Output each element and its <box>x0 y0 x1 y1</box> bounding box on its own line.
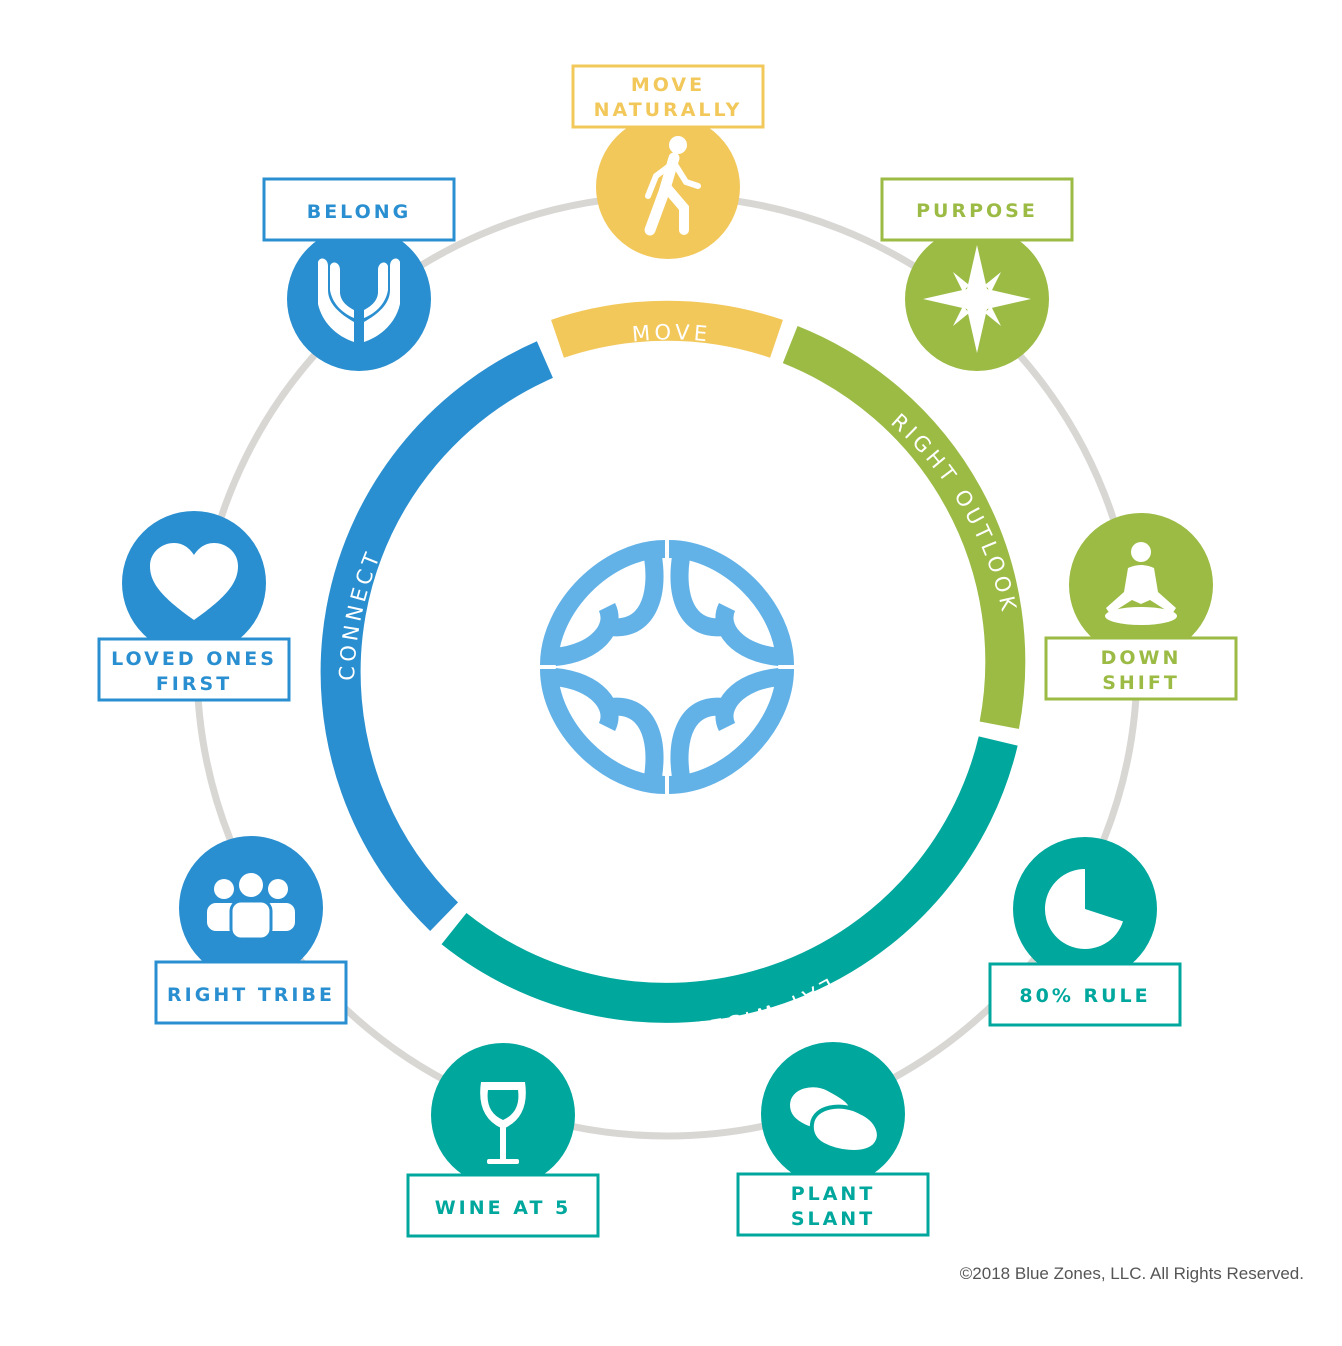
principle-purpose: PURPOSE <box>880 177 1074 371</box>
label-line-1: BELONG <box>307 201 412 223</box>
ring-segment-eat <box>441 736 1018 1023</box>
ring-label-move: MOVE <box>631 320 712 346</box>
wine-glass-icon <box>480 1082 526 1164</box>
beans-icon <box>785 1083 881 1154</box>
principle-wine-at-5: WINE AT 5 <box>406 1043 600 1238</box>
meditation-icon <box>1105 542 1177 625</box>
label-box <box>736 1172 930 1237</box>
principle-move-naturally: MOVE NATURALLY <box>571 64 765 259</box>
label-line-1: WINE AT 5 <box>435 1197 572 1219</box>
heart-icon <box>150 543 238 620</box>
ring-segment-move <box>551 300 783 358</box>
label-line-1: PLANT <box>791 1183 876 1205</box>
label-box <box>571 64 765 129</box>
label-line-1: LOVED ONES <box>111 648 277 670</box>
label-box <box>1044 636 1238 701</box>
label-line-1: RIGHT TRIBE <box>167 984 335 1006</box>
label-box <box>880 177 1074 242</box>
principle-belong: BELONG <box>262 177 456 371</box>
label-line-1: MOVE <box>631 74 705 96</box>
principle-circle <box>287 227 431 371</box>
label-line-2: SHIFT <box>1102 672 1180 694</box>
label-box <box>988 962 1182 1027</box>
pie-80-icon <box>1044 868 1123 950</box>
label-box <box>154 960 348 1025</box>
principle-circle <box>431 1043 575 1187</box>
principle-loved-ones-first: LOVED ONES FIRST <box>97 511 291 702</box>
label-box <box>262 177 456 242</box>
open-hands-icon <box>318 258 400 342</box>
inner-ring: MOVE RIGHT OUTLOOK EAT WISELY CONNECT <box>320 300 1026 1043</box>
principle-right-tribe: RIGHT TRIBE <box>154 836 348 1025</box>
ring-segment-connect <box>320 341 553 932</box>
label-line-2: NATURALLY <box>594 99 743 121</box>
label-box <box>97 637 291 702</box>
people-group-icon <box>207 873 295 941</box>
label-box <box>406 1173 600 1238</box>
principle-down-shift: DOWN SHIFT <box>1044 513 1238 701</box>
label-line-1: DOWN <box>1101 647 1182 669</box>
copyright-text: ©2018 Blue Zones, LLC. All Rights Reserv… <box>959 1264 1304 1283</box>
label-line-2: FIRST <box>156 673 232 695</box>
ring-segment-outlook <box>782 326 1026 729</box>
principle-plant-slant: PLANT SLANT <box>736 1042 930 1237</box>
principle-80-rule: 80% RULE <box>988 837 1182 1027</box>
center-logo <box>540 540 794 794</box>
label-line-2: SLANT <box>791 1208 875 1230</box>
label-line-1: PURPOSE <box>916 200 1038 222</box>
label-line-1: 80% RULE <box>1019 985 1150 1007</box>
compass-star-icon <box>923 245 1031 353</box>
walking-person-icon <box>644 136 701 236</box>
